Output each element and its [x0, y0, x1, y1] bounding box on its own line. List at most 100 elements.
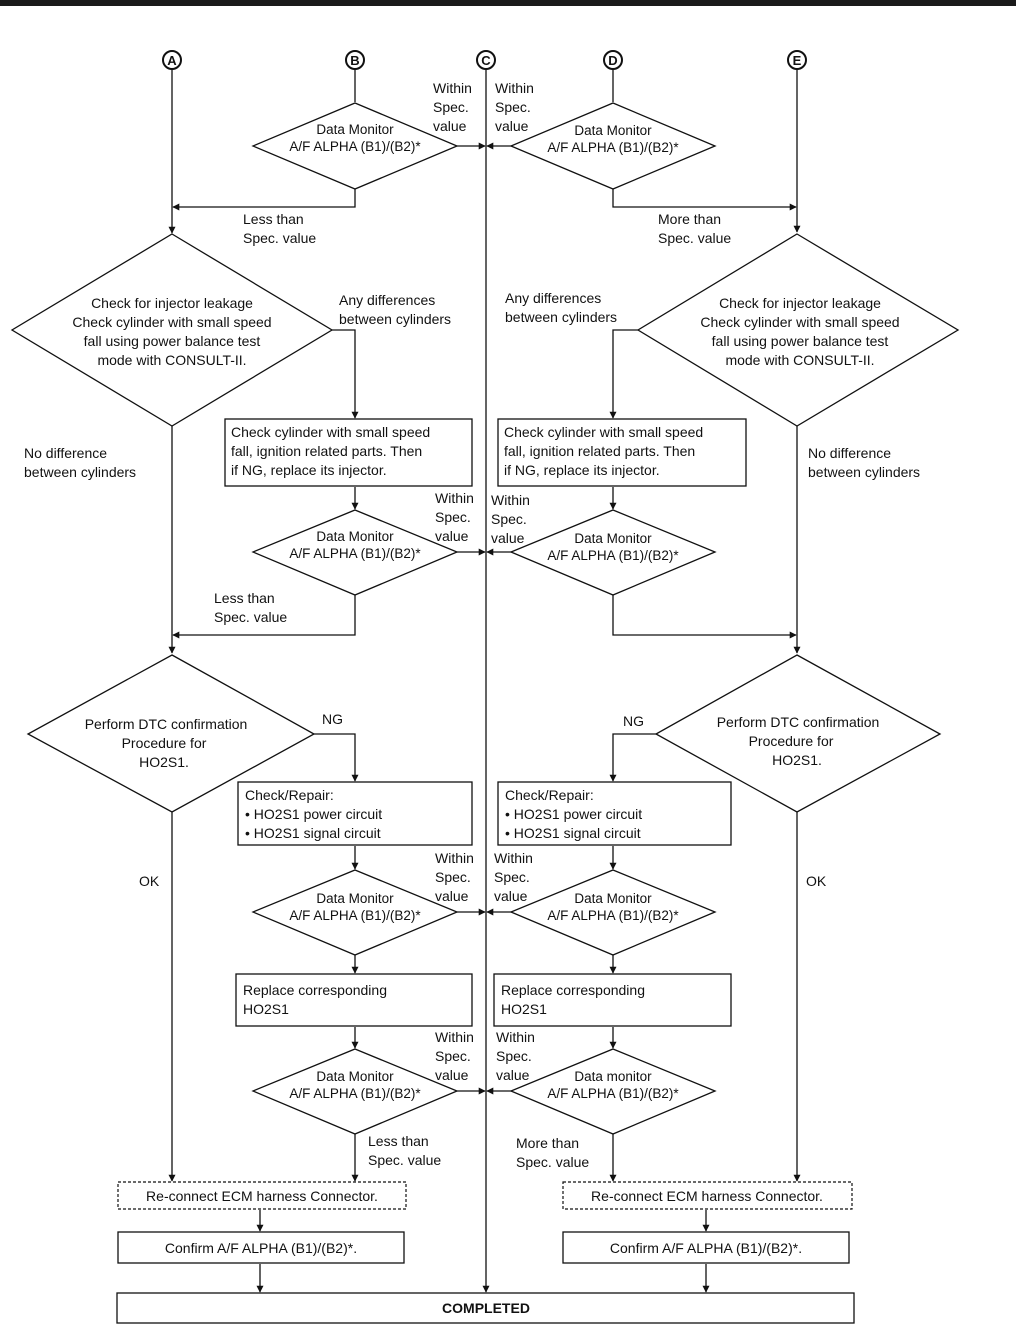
check-repair-box-right: Check/Repair: • HO2S1 power circuit • HO…	[497, 781, 732, 846]
svg-text:No difference: No difference	[24, 445, 107, 461]
svg-text:Spec. value: Spec. value	[516, 1154, 589, 1170]
svg-text:between cylinders: between cylinders	[24, 464, 136, 480]
svg-text:between cylinders: between cylinders	[339, 311, 451, 327]
svg-text:Data Monitor: Data Monitor	[316, 122, 394, 137]
svg-text:A/F ALPHA (B1)/(B2)*: A/F ALPHA (B1)/(B2)*	[289, 546, 421, 561]
within-spec-label: Within Spec. value	[433, 80, 472, 134]
ng-label: NG	[322, 711, 343, 727]
data-monitor-diamond-4-left: Data Monitor A/F ALPHA (B1)/(B2)*	[251, 1048, 459, 1135]
no-difference-label: No difference between cylinders	[24, 445, 136, 480]
svg-text:Check/Repair:: Check/Repair:	[245, 787, 334, 803]
svg-text:Check cylinder with small spee: Check cylinder with small speed	[231, 424, 430, 440]
svg-text:• HO2S1 power circuit: • HO2S1 power circuit	[245, 806, 382, 822]
data-monitor-diamond-4-right: Data monitor A/F ALPHA (B1)/(B2)*	[509, 1048, 717, 1135]
svg-text:if NG, replace its injector.: if NG, replace its injector.	[231, 462, 387, 478]
injector-leak-diamond-right: Check for injector leakage Check cylinde…	[636, 233, 960, 427]
svg-text:mode with CONSULT-II.: mode with CONSULT-II.	[97, 352, 246, 368]
svg-text:A/F ALPHA (B1)/(B2)*: A/F ALPHA (B1)/(B2)*	[547, 140, 679, 155]
svg-text:HO2S1: HO2S1	[501, 1001, 547, 1017]
connector-a: A	[162, 50, 182, 70]
svg-text:• HO2S1 power circuit: • HO2S1 power circuit	[505, 806, 642, 822]
svg-text:Within: Within	[435, 850, 474, 866]
svg-text:fall, ignition related parts.: fall, ignition related parts. Then	[231, 443, 422, 459]
svg-text:Spec. value: Spec. value	[214, 609, 287, 625]
reconnect-ecm-box-left: Re-connect ECM harness Connector.	[117, 1181, 407, 1210]
within-spec-label: Within Spec. value	[496, 1029, 535, 1083]
svg-text:Spec.: Spec.	[435, 1048, 471, 1064]
no-difference-label: No difference between cylinders	[808, 445, 920, 480]
svg-text:Spec.: Spec.	[435, 869, 471, 885]
flow-lines	[168, 69, 801, 1293]
svg-text:• HO2S1 signal circuit: • HO2S1 signal circuit	[245, 825, 381, 841]
top-border-bar	[0, 0, 1016, 6]
svg-text:value: value	[495, 118, 529, 134]
svg-text:Perform DTC confirmation: Perform DTC confirmation	[717, 714, 880, 730]
svg-text:Within: Within	[435, 1029, 474, 1045]
check-cylinder-box-left: Check cylinder with small speed fall, ig…	[224, 418, 473, 487]
svg-text:Data monitor: Data monitor	[574, 1069, 652, 1084]
data-monitor-diamond-b: Data Monitor A/F ALPHA (B1)/(B2)*	[251, 102, 459, 190]
svg-text:Data Monitor: Data Monitor	[316, 1069, 394, 1084]
svg-text:between cylinders: between cylinders	[505, 309, 617, 325]
svg-text:Spec.: Spec.	[491, 511, 527, 527]
svg-text:B: B	[350, 53, 359, 68]
svg-text:Less than: Less than	[368, 1133, 429, 1149]
svg-text:Less than: Less than	[214, 590, 275, 606]
svg-text:Spec.: Spec.	[495, 99, 531, 115]
svg-text:HO2S1.: HO2S1.	[139, 754, 189, 770]
connector-b: B	[345, 50, 365, 70]
svg-text:if NG, replace its injector.: if NG, replace its injector.	[504, 462, 660, 478]
svg-text:Any differences: Any differences	[505, 290, 601, 306]
svg-text:A/F ALPHA (B1)/(B2)*: A/F ALPHA (B1)/(B2)*	[289, 139, 421, 154]
svg-text:value: value	[491, 530, 525, 546]
within-spec-label: Within Spec. value	[435, 1029, 474, 1083]
svg-text:Data Monitor: Data Monitor	[574, 891, 652, 906]
data-monitor-diamond-d: Data Monitor A/F ALPHA (B1)/(B2)*	[509, 102, 717, 190]
svg-text:fall using power balance test: fall using power balance test	[712, 333, 889, 349]
svg-text:E: E	[793, 53, 802, 68]
less-than-spec-label: Less than Spec. value	[214, 590, 287, 625]
svg-text:Data Monitor: Data Monitor	[316, 891, 394, 906]
svg-text:value: value	[435, 888, 469, 904]
svg-text:A/F ALPHA (B1)/(B2)*: A/F ALPHA (B1)/(B2)*	[547, 908, 679, 923]
within-spec-label: Within Spec. value	[494, 850, 533, 904]
check-cylinder-box-right: Check cylinder with small speed fall, ig…	[497, 418, 747, 487]
more-than-spec-label: More than Spec. value	[516, 1135, 589, 1170]
svg-text:Data Monitor: Data Monitor	[316, 529, 394, 544]
svg-text:HO2S1.: HO2S1.	[772, 752, 822, 768]
svg-text:Check cylinder with small spee: Check cylinder with small speed	[72, 314, 271, 330]
svg-text:Within: Within	[435, 490, 474, 506]
svg-text:Replace corresponding: Replace corresponding	[501, 982, 645, 998]
svg-text:Data Monitor: Data Monitor	[574, 531, 652, 546]
svg-text:Perform DTC confirmation: Perform DTC confirmation	[85, 716, 248, 732]
svg-text:Spec. value: Spec. value	[243, 230, 316, 246]
any-differences-label: Any differences between cylinders	[339, 292, 451, 327]
svg-text:Within: Within	[495, 80, 534, 96]
svg-text:value: value	[435, 1067, 469, 1083]
svg-text:mode with CONSULT-II.: mode with CONSULT-II.	[725, 352, 874, 368]
connector-c: C	[476, 50, 496, 70]
svg-text:Confirm A/F ALPHA (B1)/(B2)*.: Confirm A/F ALPHA (B1)/(B2)*.	[165, 1240, 357, 1256]
svg-text:No difference: No difference	[808, 445, 891, 461]
svg-text:Within: Within	[494, 850, 533, 866]
svg-text:value: value	[496, 1067, 530, 1083]
svg-text:D: D	[608, 53, 617, 68]
data-monitor-diamond-2-left: Data Monitor A/F ALPHA (B1)/(B2)*	[251, 509, 459, 596]
svg-text:Spec.: Spec.	[494, 869, 530, 885]
confirm-alpha-box-left: Confirm A/F ALPHA (B1)/(B2)*.	[117, 1231, 405, 1264]
svg-text:Within: Within	[433, 80, 472, 96]
svg-text:A/F ALPHA (B1)/(B2)*: A/F ALPHA (B1)/(B2)*	[289, 1086, 421, 1101]
connector-e: E	[787, 50, 807, 70]
ok-label: OK	[806, 873, 827, 889]
svg-text:value: value	[494, 888, 528, 904]
svg-text:More than: More than	[658, 211, 721, 227]
svg-text:Any differences: Any differences	[339, 292, 435, 308]
svg-text:Spec.: Spec.	[496, 1048, 532, 1064]
within-spec-label: Within Spec. value	[495, 80, 534, 134]
svg-text:Confirm A/F ALPHA (B1)/(B2)*.: Confirm A/F ALPHA (B1)/(B2)*.	[610, 1240, 802, 1256]
svg-text:Spec. value: Spec. value	[368, 1152, 441, 1168]
svg-text:Less than: Less than	[243, 211, 304, 227]
svg-text:Spec.: Spec.	[435, 509, 471, 525]
svg-text:Within: Within	[496, 1029, 535, 1045]
